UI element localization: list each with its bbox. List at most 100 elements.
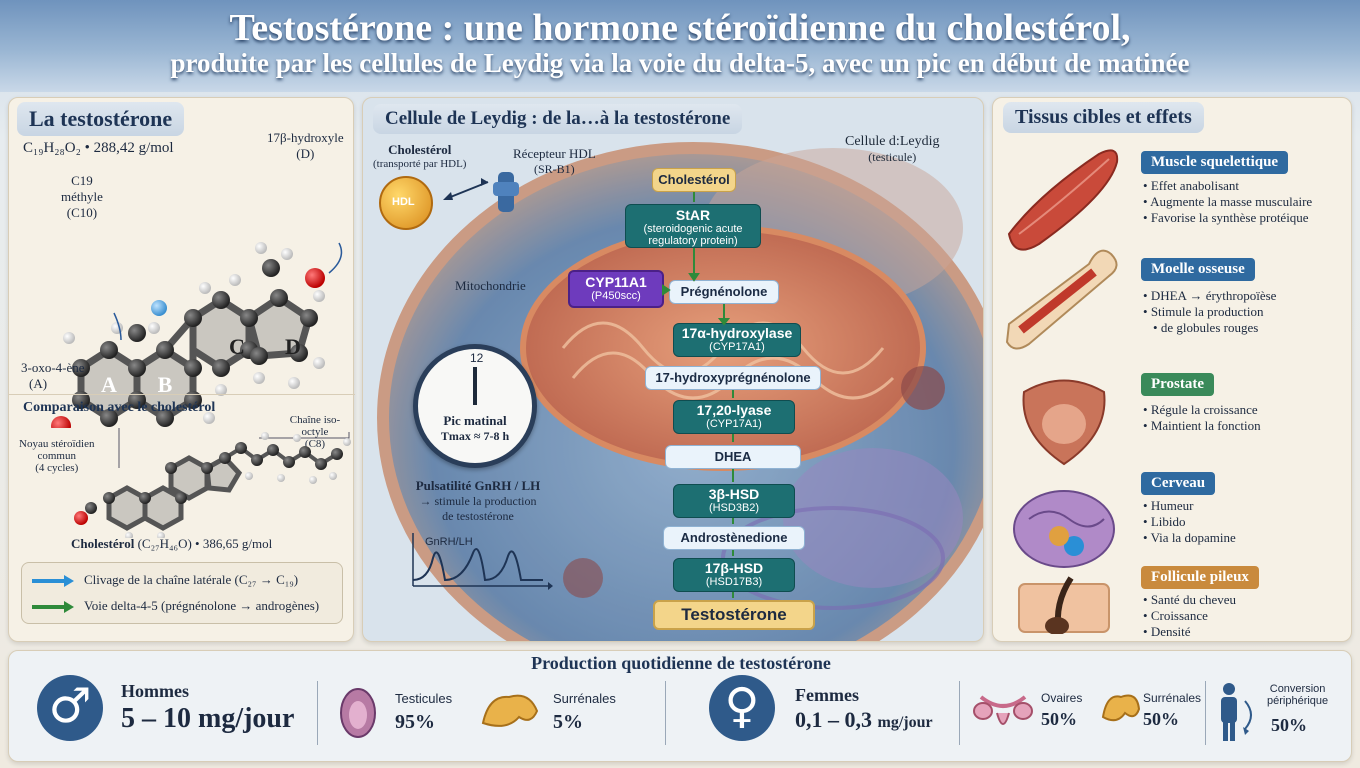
male-symbol-icon: ♂ (37, 675, 103, 741)
women-value-unit: mg/jour (877, 714, 933, 731)
adrenal-icon-women (1101, 694, 1141, 722)
divider (665, 681, 666, 745)
svg-text:B: B (158, 372, 173, 397)
brain-effect-3: Via la dopamine (1143, 530, 1236, 546)
cyp11a1-sub: (P450scc) (591, 290, 641, 302)
marrow-effect-3: de globules rouges (1143, 320, 1276, 336)
cholesterol-formula: (C₂₇H₄₆O) • 386,65 g/mol (137, 536, 273, 551)
bone-marrow-icon (1005, 249, 1118, 350)
clock-text-peak: Pic matinal (443, 413, 507, 428)
adrenal-pct-men: 5% (553, 711, 583, 733)
women-value: 0,1 – 0,3 mg/jour (795, 707, 933, 733)
legend-item-cleavage: Clivage de la chaîne latérale (C₂₇ → C₁₉… (32, 572, 298, 592)
hdl-label: HDL (392, 196, 415, 208)
tissue-muscle-title: Muscle squelettique (1141, 151, 1289, 174)
iso-label-sub: (C8) (304, 438, 326, 450)
testosterone-formula: C₁₉H₂₈O₂ • 288,42 g/mol (23, 140, 174, 156)
marrow-effect-2: Stimule la production (1143, 304, 1276, 320)
e1-sub: (CYP17A1) (709, 341, 765, 354)
legend-item-delta: Voie delta-4-5 (prégnénolone → androgène… (32, 598, 319, 618)
adrenal-icon-men (481, 694, 539, 727)
ovaries-pct: 50% (1041, 709, 1077, 729)
tissue-brain-title: Cerveau (1141, 472, 1216, 495)
label-17b-sub: (D) (296, 146, 315, 161)
noyau-label-sub: commun (37, 450, 76, 462)
pathway-17b-hsd: 17β-HSD (HSD17B3) (673, 558, 795, 592)
cholesterol-name: Cholestérol (71, 536, 135, 551)
muscle-effect-2: Augmente la masse musculaire (1143, 194, 1312, 210)
testosterone-title: La testostérone (17, 102, 185, 136)
tissue-prostate-title: Prostate (1141, 373, 1215, 396)
tissue-icons (1005, 149, 1119, 634)
ovaries-icon (973, 695, 1033, 725)
tissue-marrow-title: Moelle osseuse (1141, 258, 1255, 281)
prostate-icon (1022, 379, 1106, 466)
pathway-androstenedione: Androstènedione (663, 526, 805, 550)
divider (9, 394, 355, 395)
divider (317, 681, 318, 745)
cholesterol-hdl-sub: (transporté par HDL) (373, 158, 467, 170)
legend-box: Clivage de la chaîne latérale (C₂₇ → C₁₉… (21, 562, 343, 624)
label-c19: C19 méthyle (C10) (61, 173, 103, 221)
person-conversion-icon (1221, 683, 1252, 741)
cell-label-sub: (testicule) (868, 150, 917, 164)
cholesterol-info: Cholestérol (C₂₇H₄₆O) • 386,65 g/mol (71, 536, 272, 552)
green-arrow-icon (32, 601, 74, 613)
cyp11a1-label: CYP11A1 (585, 274, 647, 290)
pathway-cholesterol: Cholestérol (652, 168, 736, 192)
blue-arrow-icon (32, 575, 74, 587)
women-value-number: 0,1 – 0,3 (795, 707, 872, 732)
star-sub: (steroidogenic acute regulatory protein) (643, 223, 743, 248)
cholesterol-hdl-text: Cholestérol (388, 142, 452, 157)
testicles-pct: 95% (395, 711, 435, 733)
pathway-17-hydroxypregnenolone: 17-hydroxyprégnénolone (645, 366, 821, 390)
star-label: StAR (675, 207, 711, 223)
pathway-3b-hsd: 3β-HSD (HSD3B2) (673, 484, 795, 518)
conversion-pct: 50% (1271, 715, 1307, 735)
tissue-muscle-list: Effet anabolisant Augmente la masse musc… (1143, 178, 1312, 226)
e2-label: 17,20-lyase (696, 402, 772, 418)
men-value: 5 – 10 mg/jour (121, 703, 295, 734)
testicles-icon (340, 688, 376, 738)
pathway-pregnenolone: Prégnénolone (669, 280, 779, 304)
label-c19-sub: méthyle (61, 189, 103, 204)
pulsatility-text: Pulsatilité GnRH / LH → stimule la produ… (383, 478, 573, 524)
legend-cleavage-text: Clivage de la chaîne latérale (C₂₇ → C₁₉… (84, 572, 299, 587)
pulsatility-graph (412, 533, 553, 590)
ovaries-label: Ovaires (1041, 691, 1083, 705)
cyp11a1-box: CYP11A1 (P450scc) (568, 270, 664, 308)
tissue-brain-list: Humeur Libido Via la dopamine (1143, 498, 1236, 546)
tissue-hair-title: Follicule pileux (1141, 566, 1259, 589)
pathway-testosterone: Testostérone (653, 600, 815, 630)
conversion-label: Conversion périphérique (1267, 683, 1328, 707)
e4-sub: (HSD17B3) (705, 576, 763, 589)
tissues-title: Tissus cibles et effets (1003, 102, 1204, 133)
receptor-label-sub: (SR-B1) (534, 162, 575, 176)
female-symbol-icon: ♀ (709, 675, 775, 741)
hair-effect-3: Densité (1143, 624, 1236, 640)
e3-label: 3β-HSD (708, 486, 760, 502)
divider (959, 681, 960, 745)
cell-label: Cellule d:Leydig (testicule) (845, 134, 939, 165)
women-label: Femmes (795, 685, 859, 705)
daily-production-panel: Production quotidienne de testostérone ♂… (8, 650, 1352, 762)
prostate-effect-1: Régule la croissance (1143, 402, 1261, 418)
marrow-effect-1: DHEA → érythropoïèse (1143, 288, 1277, 304)
e4-label: 17β-HSD (704, 560, 764, 576)
header-banner: Testostérone : une hormone stéroïdienne … (0, 0, 1360, 92)
hair-effect-2: Croissance (1143, 608, 1236, 624)
legend-delta-text: Voie delta-4-5 (prégnénolone → androgène… (84, 598, 320, 613)
label-oxo-text: 3-oxo-4-ène (21, 360, 85, 375)
receptor-label-text: Récepteur HDL (513, 146, 596, 161)
e3-sub: (HSD3B2) (708, 502, 760, 515)
pathway-17a-hydroxylase: 17α-hydroxylase (CYP17A1) (673, 323, 801, 357)
noyau-label-sub2: (4 cycles) (35, 462, 79, 474)
pathway-arrows (662, 192, 734, 598)
adrenal-label-women: Surrénales (1143, 691, 1202, 705)
pathway-dhea: DHEA (665, 445, 801, 469)
testicles-label: Testicules (395, 691, 453, 706)
hair-effect-1: Santé du cheveu (1143, 592, 1236, 608)
clock-text-tmax: Tmax ≈ 7-8 h (440, 429, 510, 443)
divider (1205, 681, 1206, 745)
